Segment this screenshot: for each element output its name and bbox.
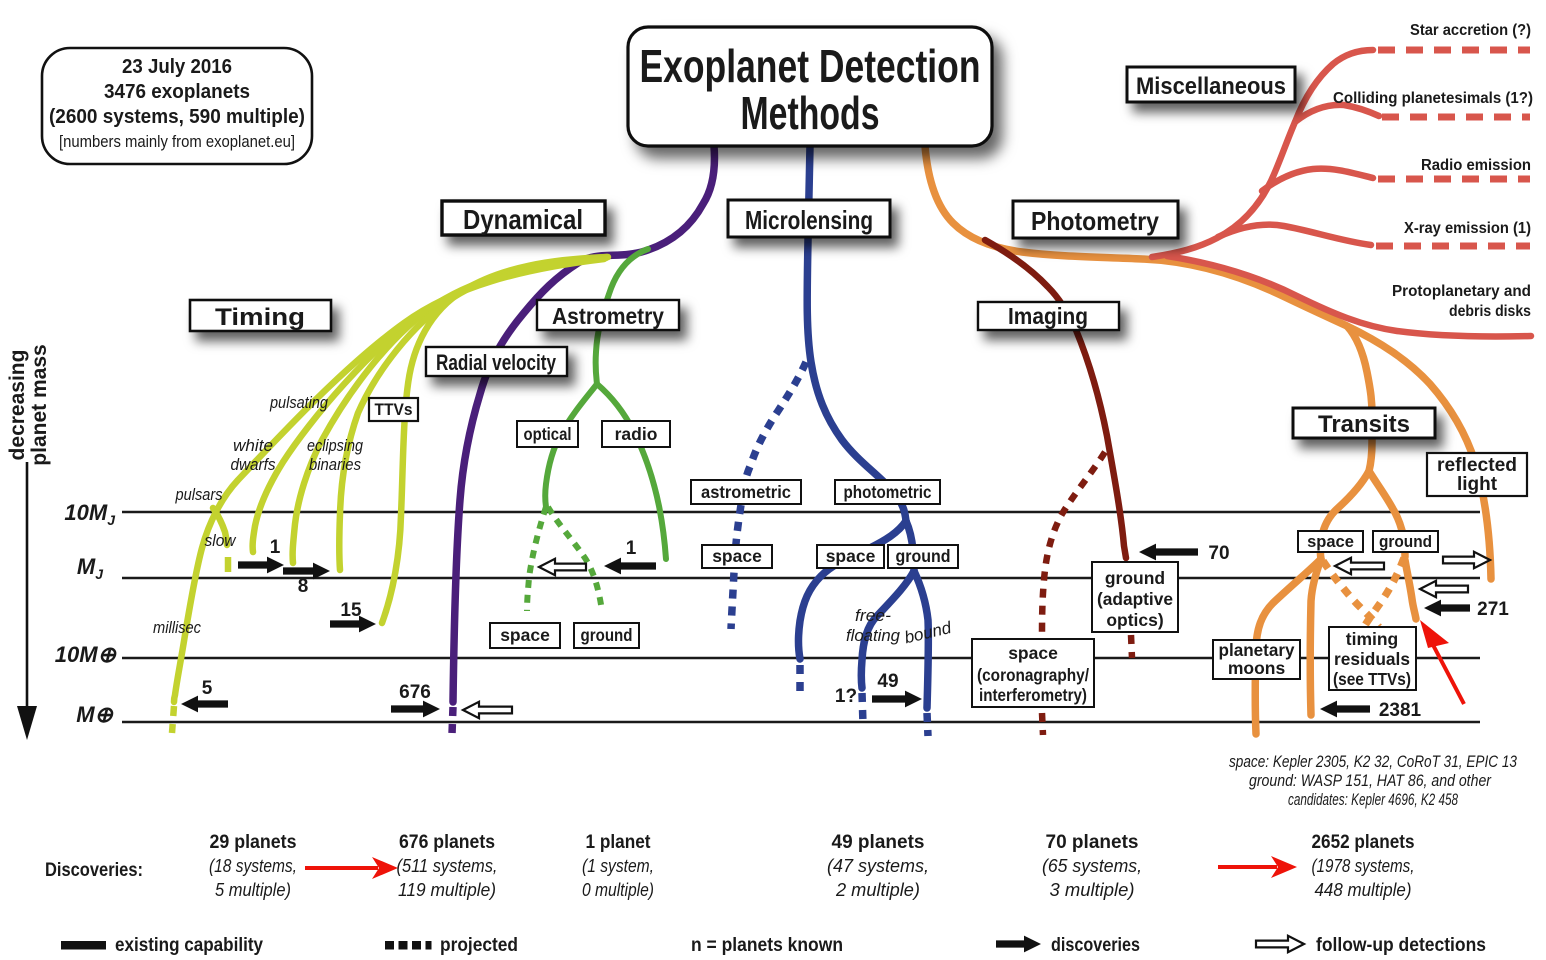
- svg-text:2 multiple): 2 multiple): [835, 879, 920, 900]
- svg-text:space: space: [826, 546, 876, 566]
- svg-text:Miscellaneous: Miscellaneous: [1136, 73, 1286, 100]
- svg-text:Colliding planetesimals (1?): Colliding planetesimals (1?): [1333, 90, 1533, 107]
- svg-text:Star accretion (?): Star accretion (?): [1410, 22, 1531, 39]
- svg-text:ground: ground: [581, 625, 633, 645]
- svg-text:676 planets: 676 planets: [399, 832, 495, 853]
- svg-text:Radial velocity: Radial velocity: [436, 350, 557, 375]
- svg-text:follow-up detections: follow-up detections: [1316, 934, 1486, 956]
- svg-text:(see TTVs): (see TTVs): [1333, 669, 1411, 689]
- svg-text:Protoplanetary and: Protoplanetary and: [1392, 283, 1531, 300]
- svg-text:Transits: Transits: [1318, 411, 1410, 438]
- svg-text:free-: free-: [855, 606, 891, 625]
- svg-text:8: 8: [298, 576, 309, 597]
- svg-text:5: 5: [202, 678, 213, 699]
- svg-text:49: 49: [877, 671, 898, 692]
- svg-text:(adaptive: (adaptive: [1097, 589, 1173, 609]
- svg-text:X-ray emission (1): X-ray emission (1): [1404, 220, 1531, 237]
- svg-text:3476 exoplanets: 3476 exoplanets: [104, 81, 250, 103]
- svg-text:3 multiple): 3 multiple): [1050, 879, 1135, 900]
- svg-text:pulsating: pulsating: [269, 393, 328, 412]
- svg-text:projected: projected: [440, 934, 518, 956]
- svg-text:existing capability: existing capability: [115, 934, 263, 956]
- svg-text:Dynamical: Dynamical: [463, 204, 583, 235]
- svg-text:(2600 systems, 590 multiple): (2600 systems, 590 multiple): [49, 106, 305, 128]
- svg-text:optical: optical: [524, 424, 572, 444]
- svg-text:discoveries: discoveries: [1051, 934, 1140, 956]
- svg-text:2652 planets: 2652 planets: [1312, 832, 1415, 853]
- svg-text:(coronagraphy/: (coronagraphy/: [977, 665, 1089, 685]
- svg-text:space: space: [712, 546, 762, 566]
- svg-text:space: space: [1008, 643, 1058, 663]
- svg-text:optics): optics): [1106, 610, 1163, 630]
- svg-text:Astrometry: Astrometry: [552, 303, 664, 329]
- svg-text:planet mass: planet mass: [28, 344, 51, 465]
- svg-text:space: space: [1307, 533, 1354, 551]
- svg-text:M⊕: M⊕: [76, 702, 113, 727]
- svg-text:Methods: Methods: [741, 87, 880, 139]
- svg-text:1 planet: 1 planet: [586, 832, 652, 853]
- svg-text:decreasing: decreasing: [6, 350, 29, 461]
- svg-text:space: space: [500, 625, 550, 645]
- svg-text:271: 271: [1477, 599, 1509, 620]
- svg-text:Radio emission: Radio emission: [1421, 157, 1531, 174]
- svg-text:ground: ground: [896, 546, 951, 566]
- svg-text:floating: floating: [846, 626, 901, 645]
- svg-text:reflected: reflected: [1437, 455, 1517, 476]
- svg-text:1: 1: [270, 537, 281, 558]
- svg-text:(1 system,: (1 system,: [582, 855, 654, 876]
- svg-text:119 multiple): 119 multiple): [398, 879, 496, 900]
- svg-text:ground: ground: [1105, 568, 1165, 588]
- svg-text:ground: ground: [1379, 533, 1432, 551]
- svg-text:1?: 1?: [835, 686, 857, 707]
- svg-text:(1978 systems,: (1978 systems,: [1312, 855, 1415, 876]
- svg-text:light: light: [1457, 474, 1498, 495]
- svg-text:binaries: binaries: [309, 455, 361, 474]
- svg-text:astrometric: astrometric: [701, 482, 791, 502]
- svg-text:676: 676: [399, 682, 431, 703]
- svg-text:pulsars: pulsars: [175, 485, 223, 504]
- svg-text:5 multiple): 5 multiple): [215, 879, 291, 900]
- svg-text:photometric: photometric: [844, 482, 932, 502]
- svg-text:(65 systems,: (65 systems,: [1042, 855, 1142, 876]
- svg-text:Timing: Timing: [215, 304, 305, 331]
- svg-text:residuals: residuals: [1334, 649, 1410, 669]
- svg-text:eclipsing: eclipsing: [307, 436, 363, 455]
- svg-text:Imaging: Imaging: [1008, 303, 1088, 329]
- svg-text:15: 15: [340, 600, 362, 621]
- svg-text:dwarfs: dwarfs: [231, 455, 276, 474]
- svg-text:(47 systems,: (47 systems,: [827, 855, 929, 876]
- svg-text:70 planets: 70 planets: [1046, 832, 1139, 853]
- svg-text:2381: 2381: [1379, 700, 1422, 721]
- svg-text:Microlensing: Microlensing: [745, 205, 873, 235]
- svg-text:Exoplanet Detection: Exoplanet Detection: [640, 40, 981, 92]
- svg-text:n = planets known: n = planets known: [691, 934, 843, 956]
- svg-text:0 multiple): 0 multiple): [582, 879, 654, 900]
- svg-text:interferometry): interferometry): [979, 685, 1087, 705]
- svg-text:radio: radio: [615, 424, 658, 444]
- svg-text:448 multiple): 448 multiple): [1315, 879, 1412, 900]
- svg-text:space: Kepler 2305, K2 32, CoR: space: Kepler 2305, K2 32, CoRoT 31, EPI…: [1229, 753, 1518, 771]
- svg-text:debris disks: debris disks: [1449, 303, 1531, 320]
- svg-text:49 planets: 49 planets: [832, 832, 925, 853]
- svg-text:white: white: [233, 436, 273, 455]
- svg-text:1: 1: [626, 538, 637, 559]
- svg-text:TTVs: TTVs: [375, 400, 413, 419]
- svg-text:moons: moons: [1228, 658, 1286, 678]
- svg-text:slow: slow: [205, 531, 238, 550]
- svg-text:planetary: planetary: [1219, 640, 1295, 660]
- svg-text:candidates: Kepler 4696, K2 45: candidates: Kepler 4696, K2 458: [1288, 791, 1459, 809]
- svg-text:10M⊕: 10M⊕: [55, 642, 117, 667]
- svg-text:[numbers mainly from exoplanet: [numbers mainly from exoplanet.eu]: [59, 133, 295, 151]
- svg-text:(511 systems,: (511 systems,: [397, 855, 498, 876]
- svg-text:Photometry: Photometry: [1031, 206, 1159, 236]
- svg-text:(18 systems,: (18 systems,: [209, 855, 297, 876]
- svg-text:23 July 2016: 23 July 2016: [122, 56, 232, 78]
- svg-text:ground: WASP 151, HAT 86, and: ground: WASP 151, HAT 86, and other: [1249, 772, 1492, 790]
- svg-text:millisec: millisec: [153, 618, 201, 637]
- svg-text:Discoveries:: Discoveries:: [45, 860, 143, 881]
- svg-text:timing: timing: [1346, 629, 1399, 649]
- svg-text:70: 70: [1208, 543, 1229, 564]
- svg-text:29 planets: 29 planets: [210, 832, 297, 853]
